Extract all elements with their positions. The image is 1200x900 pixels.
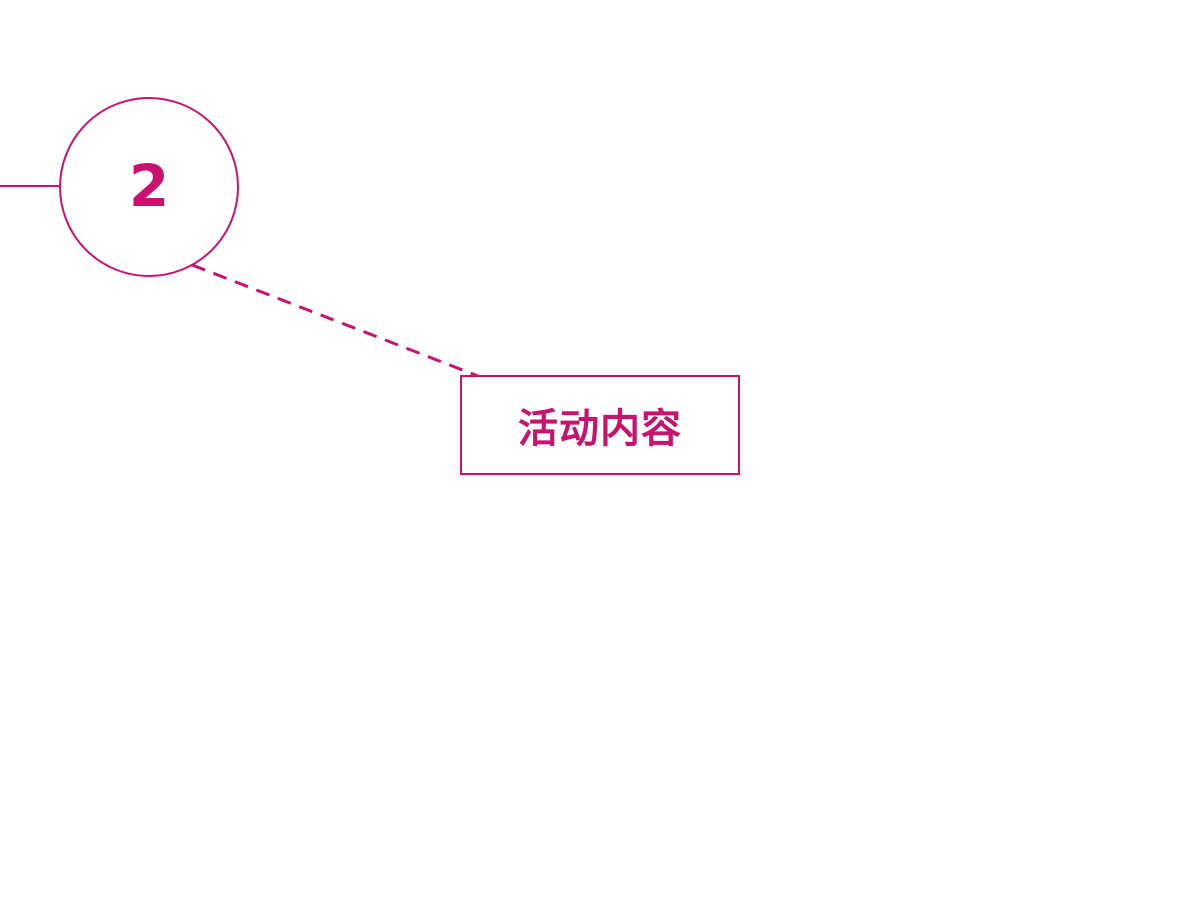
step-label-box: 活动内容 — [460, 375, 740, 475]
step-number: 2 — [128, 152, 170, 220]
step-label: 活动内容 — [518, 406, 682, 452]
step-circle: 2 — [59, 97, 239, 277]
dashed-connector-line — [191, 263, 479, 378]
